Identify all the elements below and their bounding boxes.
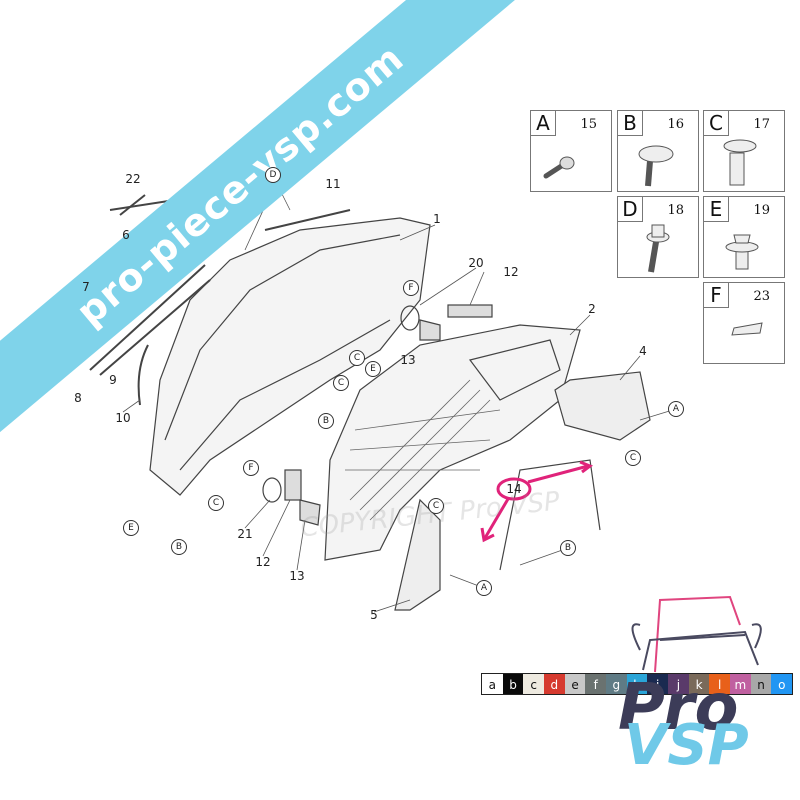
color-swatch-h: h	[626, 674, 648, 694]
callout: 5	[370, 608, 378, 622]
ref-circle: C	[625, 450, 641, 466]
color-swatch-m: m	[730, 674, 751, 694]
color-swatch-d: d	[544, 674, 565, 694]
fastener-letter: C	[704, 111, 729, 136]
fastener-box-c: C 17	[703, 110, 785, 192]
color-swatch-a: a	[482, 674, 503, 694]
ref-circle: F	[243, 460, 259, 476]
color-swatch-l: l	[709, 674, 731, 694]
callout: 10	[115, 411, 131, 425]
callout-highlighted: 14	[506, 482, 522, 496]
color-swatch-f: f	[585, 674, 607, 694]
callout: 9	[109, 373, 117, 387]
fastener-number: 16	[667, 117, 684, 132]
callout: 7	[82, 280, 90, 294]
color-swatch-o: o	[771, 674, 793, 694]
fastener-number: 17	[753, 117, 770, 132]
bolt-icon	[638, 145, 674, 187]
color-swatch-j: j	[668, 674, 689, 694]
callout: 12	[503, 265, 519, 279]
fastener-letter: A	[531, 111, 556, 136]
ref-circle: C	[428, 498, 444, 514]
push-clip-icon	[725, 234, 759, 270]
fastener-box-a: A 15	[530, 110, 612, 192]
callout: 20	[468, 256, 484, 270]
logo-vsp-text: VSP	[624, 713, 749, 778]
color-swatch-k: k	[688, 674, 710, 694]
fastener-box-b: B 16	[617, 110, 699, 192]
color-swatch-e: e	[564, 674, 586, 694]
fastener-letter: D	[618, 197, 643, 222]
color-swatch-n: n	[750, 674, 772, 694]
fastener-box-e: E 19	[703, 196, 785, 278]
label-sticker-icon	[731, 322, 763, 336]
color-swatch-b: b	[502, 674, 524, 694]
callout: 11	[325, 177, 341, 191]
callout: 6	[122, 228, 130, 242]
ref-circle: C	[208, 495, 224, 511]
fastener-number: 19	[753, 203, 770, 218]
fastener-letter: E	[704, 197, 729, 222]
color-swatch-i: i	[647, 674, 669, 694]
logo-pro-text: Pro	[618, 671, 739, 745]
ref-circle: B	[318, 413, 334, 429]
bolt-icon	[646, 224, 670, 273]
callout: 22	[125, 172, 141, 186]
callout: 12	[255, 555, 271, 569]
ref-circle: E	[365, 361, 381, 377]
callout: 2	[588, 302, 596, 316]
ref-circle: C	[333, 375, 349, 391]
callout: 1	[433, 212, 441, 226]
ref-circle: A	[668, 401, 684, 417]
clip-icon	[723, 139, 757, 186]
callout: 13	[400, 353, 416, 367]
callout: 4	[639, 344, 647, 358]
callout: 13	[289, 569, 305, 583]
ref-circle: F	[403, 280, 419, 296]
color-swatch-c: c	[523, 674, 545, 694]
fastener-number: 18	[667, 203, 684, 218]
fastener-number: 23	[753, 289, 770, 304]
callout: 8	[74, 391, 82, 405]
screw-icon	[543, 156, 575, 179]
ref-circle: E	[123, 520, 139, 536]
ref-circle: B	[560, 540, 576, 556]
ref-circle: A	[476, 580, 492, 596]
ref-circle: D	[265, 167, 281, 183]
ref-circle: B	[171, 539, 187, 555]
fastener-box-f: F 23	[703, 282, 785, 364]
ref-circle: C	[349, 350, 365, 366]
fastener-number: 15	[580, 117, 597, 132]
fastener-letter: F	[704, 283, 729, 308]
fastener-box-d: D 18	[617, 196, 699, 278]
callout: 21	[237, 527, 253, 541]
fastener-letter: B	[618, 111, 643, 136]
color-swatch-g: g	[606, 674, 627, 694]
